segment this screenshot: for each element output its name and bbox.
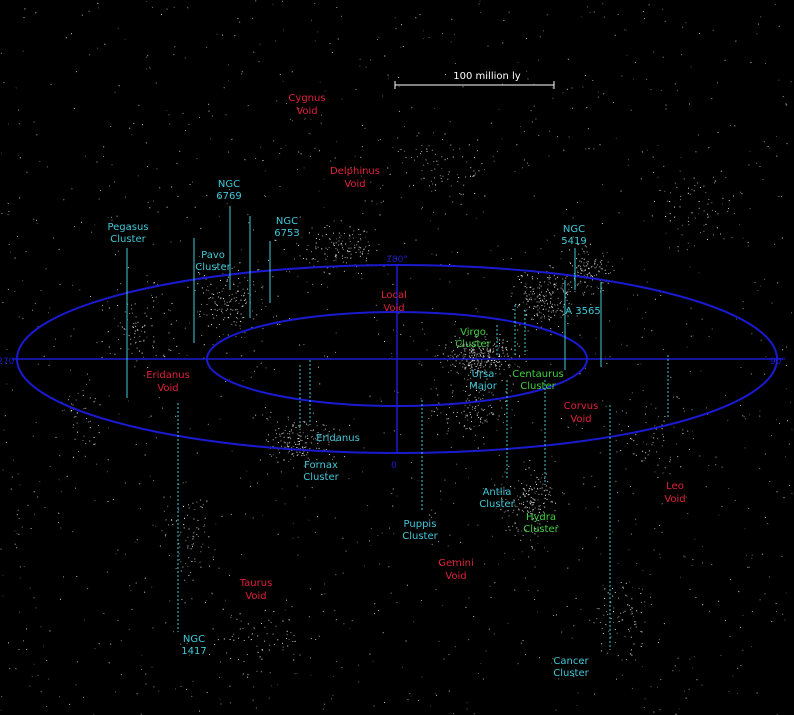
grid-label-0: 0 <box>391 461 397 471</box>
a3565-label: A 3565 <box>565 306 600 317</box>
grid-label-270: 270° <box>0 357 19 367</box>
eridanus-label: Eridanus <box>316 433 360 444</box>
scale-bar <box>394 81 555 89</box>
cluster-drop-lines <box>126 206 669 650</box>
scale-bar-label: 100 million ly <box>453 71 521 82</box>
grid-label-90: 90° <box>770 357 786 367</box>
grid-label-180: 180° <box>386 255 408 265</box>
coordinate-grid <box>12 264 783 454</box>
